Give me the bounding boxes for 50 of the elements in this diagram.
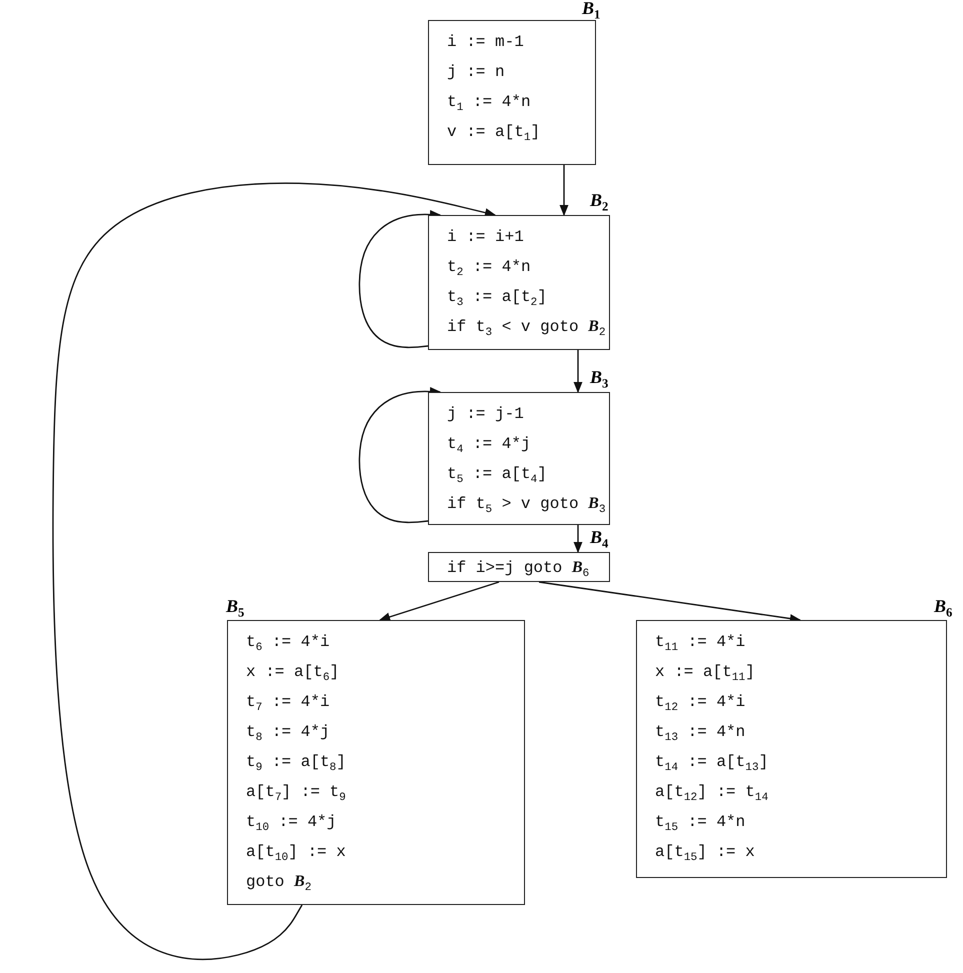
code-line: t$_{9}$ := a[t$_{8}$] bbox=[246, 752, 346, 776]
code-line: if t$_{3}$ < v goto B$_{2}$ bbox=[447, 317, 606, 341]
block-label: B$_{1}$ bbox=[582, 0, 600, 19]
code-line: i := i+1 bbox=[447, 227, 524, 248]
arrow bbox=[52, 182, 496, 960]
arrow bbox=[574, 525, 582, 554]
code-line: t$_{1}$ := 4*n bbox=[447, 92, 531, 116]
code-line: a[t$_{10}$] := x bbox=[246, 842, 346, 866]
code-line: x := a[t$_{11}$] bbox=[655, 662, 755, 686]
code-line: goto B$_{2}$ bbox=[246, 872, 312, 896]
arrow bbox=[574, 350, 582, 394]
code-block bbox=[636, 620, 947, 878]
code-line: if t$_{5}$ > v goto B$_{3}$ bbox=[447, 494, 606, 518]
code-line: t$_{4}$ := 4*j bbox=[447, 434, 531, 458]
code-line: t$_{11}$ := 4*i bbox=[655, 632, 746, 656]
code-block bbox=[428, 392, 610, 525]
block-label: B$_{3}$ bbox=[590, 367, 608, 388]
code-line: v := a[t$_{1}$] bbox=[447, 122, 540, 146]
arrow bbox=[378, 581, 500, 622]
code-line: a[t$_{7}$] := t$_{9}$ bbox=[246, 782, 346, 806]
code-line: j := n bbox=[447, 62, 505, 83]
code-line: t$_{15}$ := 4*n bbox=[655, 812, 746, 836]
code-line: t$_{7}$ := 4*i bbox=[246, 692, 330, 716]
code-line: t$_{3}$ := a[t$_{2}$] bbox=[447, 287, 547, 311]
block-label: B$_{2}$ bbox=[590, 190, 608, 211]
code-line: t$_{14}$ := a[t$_{13}$] bbox=[655, 752, 768, 776]
code-block bbox=[227, 620, 525, 905]
code-line: t$_{8}$ := 4*j bbox=[246, 722, 330, 746]
arrow bbox=[358, 387, 442, 524]
code-block bbox=[428, 20, 596, 165]
code-line: t$_{2}$ := 4*n bbox=[447, 257, 531, 281]
arrow bbox=[358, 210, 442, 348]
block-label: B$_{6}$ bbox=[934, 596, 952, 617]
code-line: t$_{12}$ := 4*i bbox=[655, 692, 746, 716]
block-label: B$_{4}$ bbox=[590, 527, 608, 548]
code-line: a[t$_{15}$] := x bbox=[655, 842, 755, 866]
block-label: B$_{5}$ bbox=[226, 596, 244, 617]
code-line: a[t$_{12}$] := t$_{14}$ bbox=[655, 782, 768, 806]
code-line: t$_{5}$ := a[t$_{4}$] bbox=[447, 464, 547, 488]
code-line: t$_{10}$ := 4*j bbox=[246, 812, 336, 836]
arrow bbox=[538, 581, 802, 623]
arrow bbox=[560, 165, 568, 216]
code-line: t$_{6}$ := 4*i bbox=[246, 632, 330, 656]
code-block bbox=[428, 552, 610, 582]
code-line: t$_{13}$ := 4*n bbox=[655, 722, 746, 746]
code-line: if i>=j goto B$_{6}$ bbox=[447, 558, 590, 582]
code-block bbox=[428, 215, 610, 350]
code-line: i := m-1 bbox=[447, 32, 524, 53]
code-line: x := a[t$_{6}$] bbox=[246, 662, 340, 686]
code-line: j := j-1 bbox=[447, 404, 524, 425]
